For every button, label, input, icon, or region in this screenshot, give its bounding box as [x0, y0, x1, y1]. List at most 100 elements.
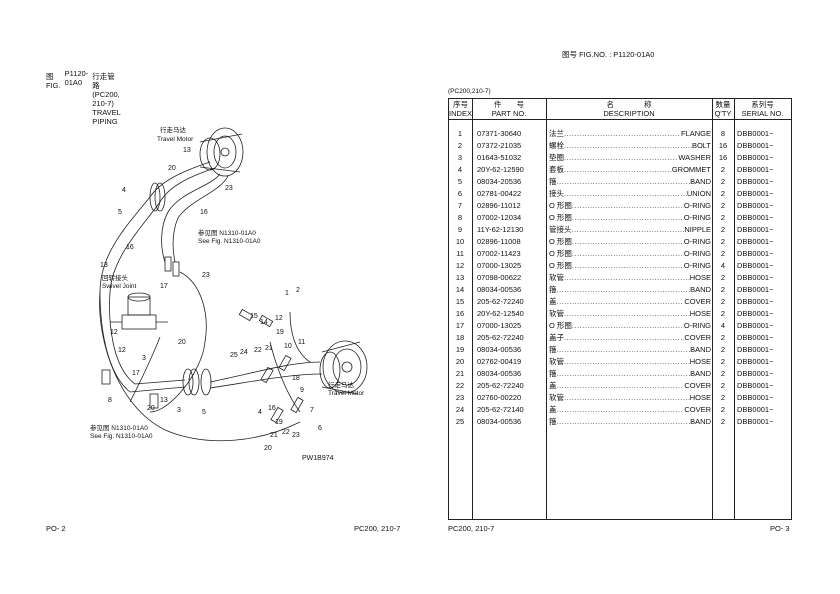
row-description-en: BOLT: [691, 141, 711, 150]
callout: 4: [122, 187, 126, 194]
row-index: 22: [455, 381, 465, 390]
header-part-no: 件 号 PART NO.: [491, 100, 527, 118]
fig-no-header: 图号 FIG.NO. : P1120-01A0: [562, 50, 654, 59]
callout: 5: [118, 209, 122, 216]
row-description-en: COVER: [684, 405, 711, 414]
callout: 20: [168, 165, 176, 172]
header-serial: 系列号 SERIAL NO.: [741, 100, 784, 118]
row-description-cn: 套板: [549, 165, 564, 174]
callout: 19: [275, 419, 283, 426]
row-part-no: 02896-11008: [477, 237, 521, 246]
row-serial: DBB0001~: [737, 321, 774, 330]
row-index: 25: [455, 417, 465, 426]
row-description: 接头......................................…: [549, 188, 711, 200]
row-description: 套板......................................…: [549, 164, 711, 176]
row-index: 2: [457, 141, 463, 150]
callout: 1: [285, 290, 289, 297]
row-index: 14: [455, 285, 465, 294]
row-part-no: 08034-00536: [477, 285, 522, 294]
fitting-drawings: [101, 256, 304, 424]
header-description: 名 称 DESCRIPTION: [603, 100, 655, 118]
row-part-no: 07000-13025: [477, 261, 522, 270]
row-description-cn: 箍: [549, 285, 557, 294]
row-description-cn: 箍: [549, 417, 557, 426]
row-part-no: 02781-00422: [477, 189, 522, 198]
leader-dots: ........................................…: [571, 213, 684, 222]
row-serial: DBB0001~: [737, 285, 774, 294]
callout: 12: [110, 329, 118, 336]
header-qty: 数量 Q'TY: [714, 100, 732, 118]
row-description-en: HOSE: [689, 309, 711, 318]
leader-dots: ........................................…: [564, 273, 690, 282]
callout: 16: [126, 244, 134, 251]
row-description-cn: 箍: [549, 369, 557, 378]
row-index: 3: [457, 153, 463, 162]
row-qty: 2: [720, 165, 726, 174]
row-serial: DBB0001~: [737, 153, 774, 162]
row-part-no: 07098-00622: [477, 273, 522, 282]
leader-dots: ........................................…: [556, 177, 691, 186]
row-part-no: 20Y-62-12540: [477, 309, 524, 318]
callout: 5: [202, 409, 206, 416]
swivel-joint-label-cn: 回转接头: [102, 273, 129, 282]
leader-dots: ........................................…: [564, 393, 690, 402]
row-index: 1: [457, 129, 463, 138]
row-part-no: 08034-00536: [477, 369, 522, 378]
callout: 7: [310, 407, 314, 414]
row-description-en: O-RING: [683, 321, 711, 330]
callout: 17: [132, 370, 140, 377]
row-description-cn: 接头: [549, 189, 564, 198]
row-serial: DBB0001~: [737, 345, 774, 354]
callout-numbers: 13 20 23 4 16 5 16 13 23 17 12 12 3 1 2 …: [100, 147, 322, 452]
row-serial: DBB0001~: [737, 393, 774, 402]
row-description-en: FLANGE: [680, 129, 711, 138]
row-description-cn: 箍: [549, 177, 557, 186]
row-serial: DBB0001~: [737, 225, 774, 234]
callout: 17: [160, 283, 168, 290]
row-description: 管接头.....................................…: [549, 224, 711, 236]
callout: 4: [258, 409, 262, 416]
callout: 20: [178, 339, 186, 346]
row-description: 软管......................................…: [549, 272, 711, 284]
row-index: 9: [457, 225, 463, 234]
row-description-en: COVER: [684, 297, 711, 306]
row-qty: 2: [720, 405, 726, 414]
row-serial: DBB0001~: [737, 273, 774, 282]
right-page-model: PC200, 210-7: [448, 524, 495, 533]
row-index: 11: [456, 249, 464, 258]
leader-dots: ........................................…: [556, 369, 691, 378]
callout: 23: [225, 185, 233, 192]
row-description-en: O-RING: [683, 237, 711, 246]
row-qty: 2: [720, 249, 726, 258]
leader-dots: ........................................…: [571, 249, 684, 258]
row-index: 7: [457, 201, 463, 210]
row-part-no: 08034-20536: [477, 177, 522, 186]
row-part-no: 07002-12034: [477, 213, 522, 222]
row-description: 软管......................................…: [549, 392, 711, 404]
row-serial: DBB0001~: [737, 141, 774, 150]
row-description: O 形圈....................................…: [549, 200, 711, 212]
row-description-cn: O 形圈: [549, 261, 572, 270]
row-description-en: UNION: [686, 189, 711, 198]
row-index: 21: [455, 369, 465, 378]
row-description-cn: 软管: [549, 393, 564, 402]
row-part-no: 07372-21035: [477, 141, 522, 150]
travel-motor-right-drawing: [319, 340, 368, 395]
row-description-en: HOSE: [689, 357, 711, 366]
table-row: 21 08034-00536 箍..........................…: [449, 368, 791, 380]
callout: 10: [284, 343, 292, 350]
row-index: 24: [455, 405, 465, 414]
fig-no-label-en: FIG.NO.: [579, 50, 608, 59]
callout: 8: [108, 397, 112, 404]
row-part-no: 08034-00536: [477, 417, 522, 426]
diagram-labels: 行走马达 Travel Motor 参见图 N1310-01A0 See Fig…: [90, 125, 365, 462]
leader-dots: ........................................…: [564, 189, 687, 198]
callout: 16: [200, 209, 208, 216]
callout: 22: [254, 347, 262, 354]
